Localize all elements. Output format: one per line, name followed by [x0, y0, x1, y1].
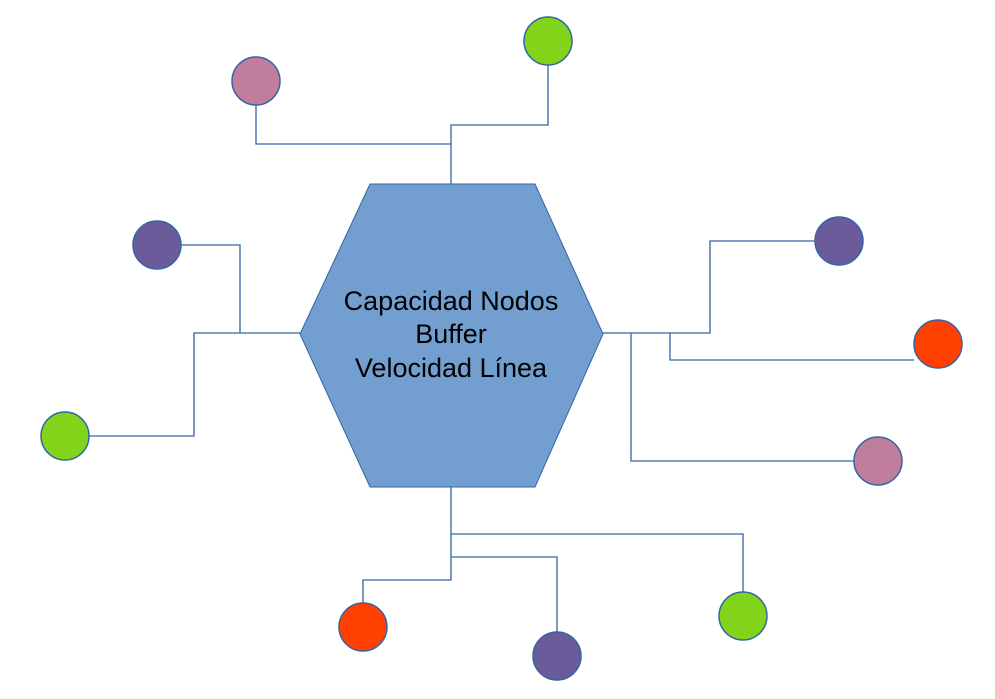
- node-right-lower: [853, 436, 903, 486]
- node-left-lower-connector: [89, 332, 240, 437]
- hub-label-line-3: Velocidad Línea: [355, 353, 548, 383]
- node-right-upper: [814, 216, 864, 266]
- node-top-left-connector: [255, 105, 452, 184]
- node-left-upper-connector: [181, 244, 300, 334]
- node-left-upper: [132, 220, 182, 270]
- leaf-nodes: [40, 16, 963, 681]
- connector-lines: [89, 65, 914, 632]
- node-right-upper-connector: [603, 240, 815, 334]
- node-bottom-left: [338, 602, 388, 652]
- node-bottom-right-connector: [451, 533, 744, 592]
- node-right-lower-connector: [630, 333, 854, 462]
- node-bottom-middle-connector: [451, 556, 558, 632]
- hub-hexagon: [299, 183, 604, 488]
- node-bottom-left-connector: [362, 487, 452, 603]
- node-bottom-right: [718, 591, 768, 641]
- node-bottom-middle: [532, 631, 582, 681]
- node-right-middle: [913, 319, 963, 369]
- node-top-connector: [450, 65, 549, 144]
- node-top: [523, 16, 573, 66]
- node-right-middle-connector: [669, 333, 914, 361]
- node-left-lower: [40, 411, 90, 461]
- hub-label-line-1: Capacidad Nodos: [344, 286, 559, 316]
- hub-label-line-2: Buffer: [415, 319, 487, 349]
- node-top-left: [231, 56, 281, 106]
